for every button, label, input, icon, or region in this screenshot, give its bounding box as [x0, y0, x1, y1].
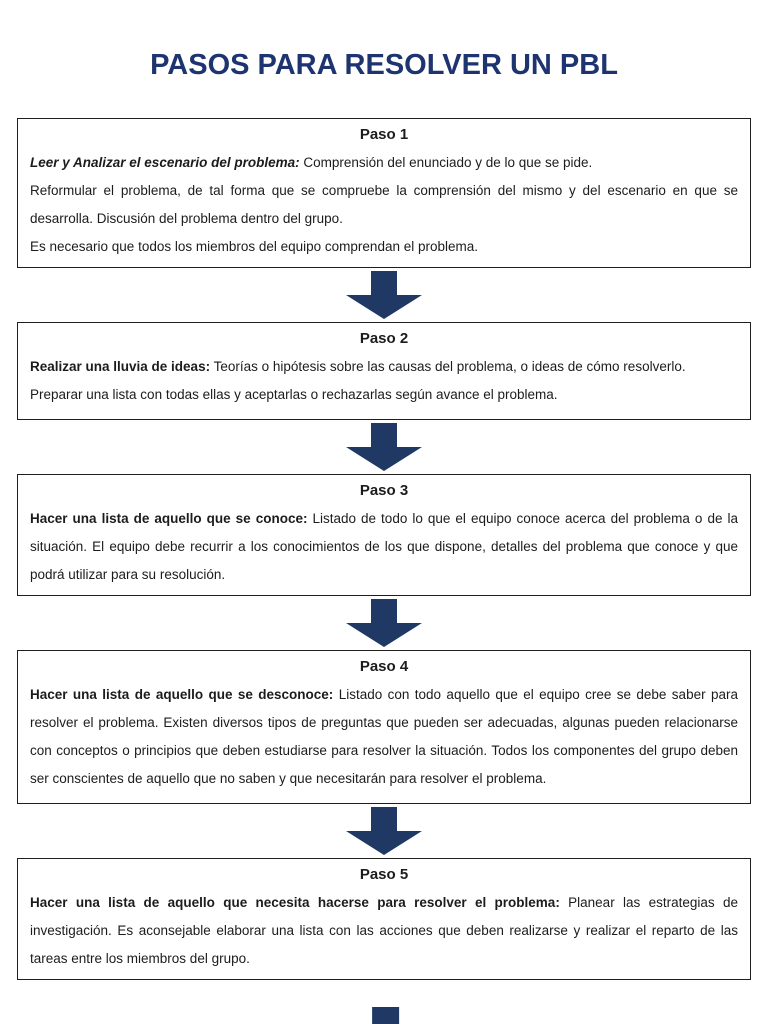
paragraph-lead: Hacer una lista de aquello que se conoce…: [30, 511, 308, 526]
step-title: Paso 2: [359, 330, 409, 347]
step-paragraph: Reformular el problema, de tal forma que…: [30, 183, 738, 226]
step-box-5: Paso 5 Hacer una lista de aquello que ne…: [17, 858, 751, 980]
paragraph-text: Listado de todo lo que el equipo conoce …: [30, 511, 738, 582]
step-paragraph: Es necesario que todos los miembros del …: [30, 239, 479, 254]
paragraph-lead: Leer y Analizar el escenario del problem…: [30, 155, 300, 170]
flow-arrow: [17, 268, 751, 322]
steps-flowchart: Paso 1 Leer y Analizar el escenario del …: [17, 118, 751, 980]
down-arrow-icon: [346, 599, 422, 647]
flow-arrow: [17, 804, 751, 858]
step-title: Paso 1: [359, 126, 409, 143]
step-box-3: Paso 3 Hacer una lista de aquello que se…: [17, 474, 751, 596]
paragraph-lead: Hacer una lista de aquello que se descon…: [30, 687, 334, 702]
step-paragraph: Realizar una lluvia de ideas: Teorías o …: [30, 353, 738, 381]
step-title: Paso 5: [359, 866, 409, 883]
flow-arrow: [17, 420, 751, 474]
paragraph-text: Planear las estrategias de investigación…: [30, 895, 738, 966]
paragraph-lead: Realizar una lluvia de ideas:: [30, 359, 211, 374]
step-title: Paso 3: [359, 482, 409, 499]
down-arrow-icon: [346, 271, 422, 319]
step-title: Paso 4: [359, 658, 409, 675]
down-arrow-icon: [346, 423, 422, 471]
step-paragraph: Hacer una lista de aquello que necesita …: [30, 889, 738, 973]
paragraph-text: Teorías o hipótesis sobre las causas del…: [210, 359, 686, 374]
paragraph-text: Comprensión del enunciado y de lo que se…: [299, 155, 593, 170]
step-box-4: Paso 4 Hacer una lista de aquello que se…: [17, 650, 751, 804]
page-title: PASOS PARA RESOLVER UN PBL: [150, 49, 618, 81]
step-box-1: Paso 1 Leer y Analizar el escenario del …: [17, 118, 751, 268]
step-paragraph: Leer y Analizar el escenario del problem…: [30, 149, 738, 177]
paragraph-text: Listado con todo aquello que el equipo c…: [30, 687, 738, 786]
step-box-2: Paso 2 Realizar una lluvia de ideas: Teo…: [17, 322, 751, 420]
step-paragraph: Preparar una lista con todas ellas y ace…: [30, 387, 558, 402]
step-paragraph: Hacer una lista de aquello que se conoce…: [30, 505, 738, 589]
down-arrow-icon: [346, 807, 422, 855]
next-arrow-stub-icon: [372, 1007, 400, 1024]
step-paragraph: Hacer una lista de aquello que se descon…: [30, 681, 738, 793]
paragraph-lead: Hacer una lista de aquello que necesita …: [30, 895, 560, 910]
flow-arrow: [17, 596, 751, 650]
